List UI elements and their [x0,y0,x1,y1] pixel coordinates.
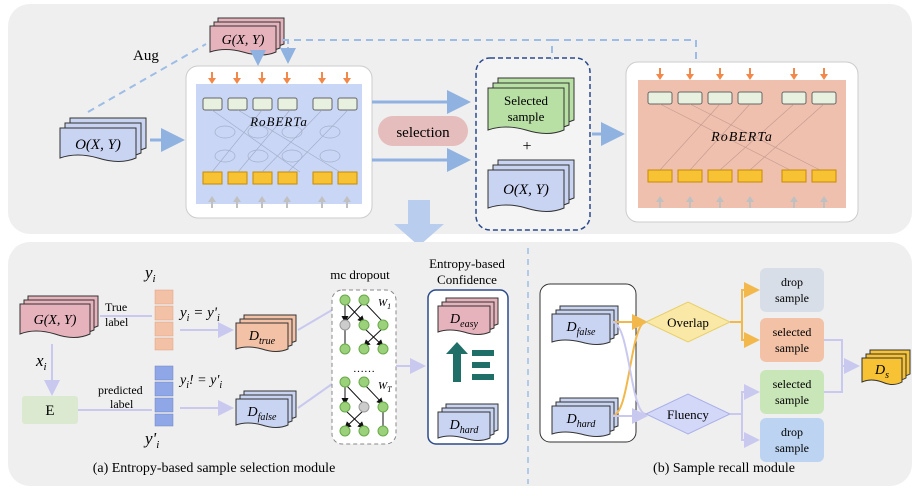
d-easy-doc: Deasy [437,297,499,335]
yprime-symbol: y'i [143,429,159,451]
predicted-label-2: label [110,397,134,411]
entropy-title-1: Entropy-based [429,256,505,271]
sort-ascending-icon [446,342,494,382]
selection-pill [378,116,468,146]
selected-sample-label-1: Selected [504,93,549,108]
outcome-connectors [730,282,760,448]
true-eq: yi = y'i [178,305,220,324]
original-doc-top: O(X, Y) [59,117,147,162]
selected-sample-2-line1: selected [773,377,812,391]
roberta-model-2: RoBERTa [625,61,859,223]
merge-connector [824,339,858,393]
caption-b: (b) Sample recall module [653,461,795,476]
fluency-label: Fluency [667,407,709,422]
entropy-title-2: Confidence [437,272,497,287]
gen-doc-label: G(X, Y) [222,33,265,48]
encoder-box [22,396,78,424]
overlap-label: Overlap [667,315,709,330]
recall-d-false-doc: Dfalse [551,305,619,345]
dfalse-to-mc-line [297,383,333,409]
orig-doc-label: O(X, Y) [75,137,121,153]
selected-sample-1-line2: sample [775,341,809,355]
selection-label: selection [396,125,450,141]
gen-doc-bottom-label: G(X, Y) [34,313,77,328]
selected-sample-label-2: sample [508,109,545,124]
true-label-2: label [105,315,129,329]
roberta-1-label: RoBERTa [249,114,308,129]
predicted-label-cubes [154,365,174,427]
orig-doc-2-label: O(X, Y) [503,182,549,198]
drop-sample-1-line2: sample [775,291,809,305]
d-false-doc: Dfalse [235,390,297,428]
neq-eq: yi! = y'i [178,373,222,391]
plus-sign: + [522,138,531,155]
generated-doc-bottom: G(X, Y) [19,295,99,338]
selected-sample-2-line2: sample [775,393,809,407]
true-label-cubes [154,289,174,351]
dtrue-to-mc-line [297,309,333,331]
aug-label: Aug [133,48,159,64]
d-hard-doc: Dhard [437,403,499,441]
original-doc-selection: O(X, Y) [487,159,575,212]
drop-sample-2 [760,418,824,462]
caption-a: (a) Entropy-based sample selection modul… [93,461,336,476]
true-label-1: True [105,300,127,314]
selected-sample-1-line1: selected [773,325,812,339]
xi-symbol: xi [35,351,47,373]
drop-sample-2-line1: drop [781,425,803,439]
selected-sample-1 [760,318,824,362]
generated-doc-top: G(X, Y) [209,17,285,56]
mc-dots: …… [353,363,375,375]
aug-dashed-line [87,43,207,113]
drop-sample-1-line1: drop [781,275,803,289]
yi-symbol: yi [143,263,156,285]
feedback-dashed-line [282,39,697,62]
selected-sample-doc: Selected sample [487,77,575,134]
recall-connectors [611,314,648,424]
mc-dropout-title: mc dropout [330,267,390,282]
mc-net-2: WT [339,376,392,437]
drop-sample-1 [760,268,824,312]
encoder-label: E [45,403,54,419]
selected-sample-2 [760,370,824,414]
predicted-label-1: predicted [98,383,143,397]
ds-doc: Ds [861,349,911,385]
roberta-model-1: RoBERTa [185,65,373,219]
mc-net-1: W1 [339,294,391,355]
recall-d-hard-doc: Dhard [551,397,619,437]
big-down-arrow [394,200,444,246]
roberta-2-label: RoBERTa [710,130,773,145]
d-true-doc: Dtrue [235,314,297,352]
drop-sample-2-line2: sample [775,441,809,455]
